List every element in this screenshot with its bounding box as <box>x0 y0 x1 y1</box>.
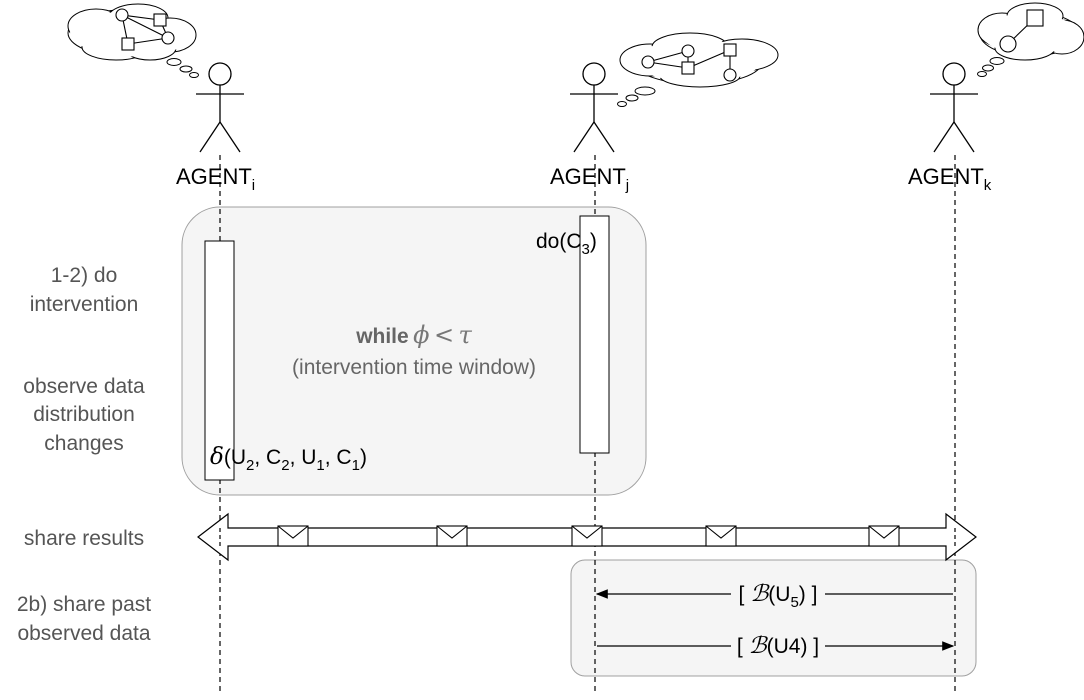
causal-graph-icon <box>115 8 175 51</box>
message-label-u5: [ ℬ(U5) ] <box>739 581 818 611</box>
step-share-past-label: 2b) share past observed data <box>17 593 151 645</box>
svg-text:changes: changes <box>44 432 123 455</box>
causal-graph-icon <box>999 9 1044 53</box>
svg-text:1-2) do: 1-2) do <box>51 264 118 287</box>
envelope-icon <box>436 525 468 547</box>
thought-cloud-agent-i <box>67 3 199 78</box>
loop-condition: while ϕ < τ <box>355 321 472 349</box>
svg-text:intervention: intervention <box>30 293 139 316</box>
envelope-icon <box>705 525 737 547</box>
agent-label-k: AGENTk <box>908 164 992 194</box>
envelope-icon <box>868 525 900 547</box>
svg-text:distribution: distribution <box>33 403 135 426</box>
step-share-label: share results <box>24 527 144 550</box>
step-intervention-label: 1-2) do intervention <box>30 264 139 316</box>
actor-agent-j <box>570 62 618 153</box>
distribution-change-label: δ(U2, C2, U1, C1) <box>210 444 367 474</box>
actor-agent-k <box>930 62 978 153</box>
actor-agent-i <box>196 62 244 153</box>
share-past-frame <box>570 559 977 677</box>
svg-text:observed data: observed data <box>17 622 150 645</box>
activation-bar-agent-i <box>204 240 235 481</box>
thought-cloud-agent-j <box>617 32 779 107</box>
svg-text:2b) share past: 2b) share past <box>17 593 151 616</box>
activation-bar-agent-j <box>579 215 610 454</box>
do-intervention-label: do(C3) <box>536 230 597 258</box>
agent-label-j: AGENTj <box>550 164 629 194</box>
agent-label-i: AGENTi <box>176 164 255 194</box>
step-observe-label: observe data distribution changes <box>23 375 145 455</box>
message-label-u4: [ ℬ(U4) ] <box>737 633 819 659</box>
envelope-icon <box>571 525 603 547</box>
svg-text:observe data: observe data <box>23 375 145 398</box>
thought-cloud-agent-k <box>977 2 1084 77</box>
loop-caption: (intervention time window) <box>292 356 536 379</box>
intervention-loop-frame <box>181 206 647 496</box>
causal-graph-icon <box>641 43 737 82</box>
envelope-icon <box>277 525 309 547</box>
